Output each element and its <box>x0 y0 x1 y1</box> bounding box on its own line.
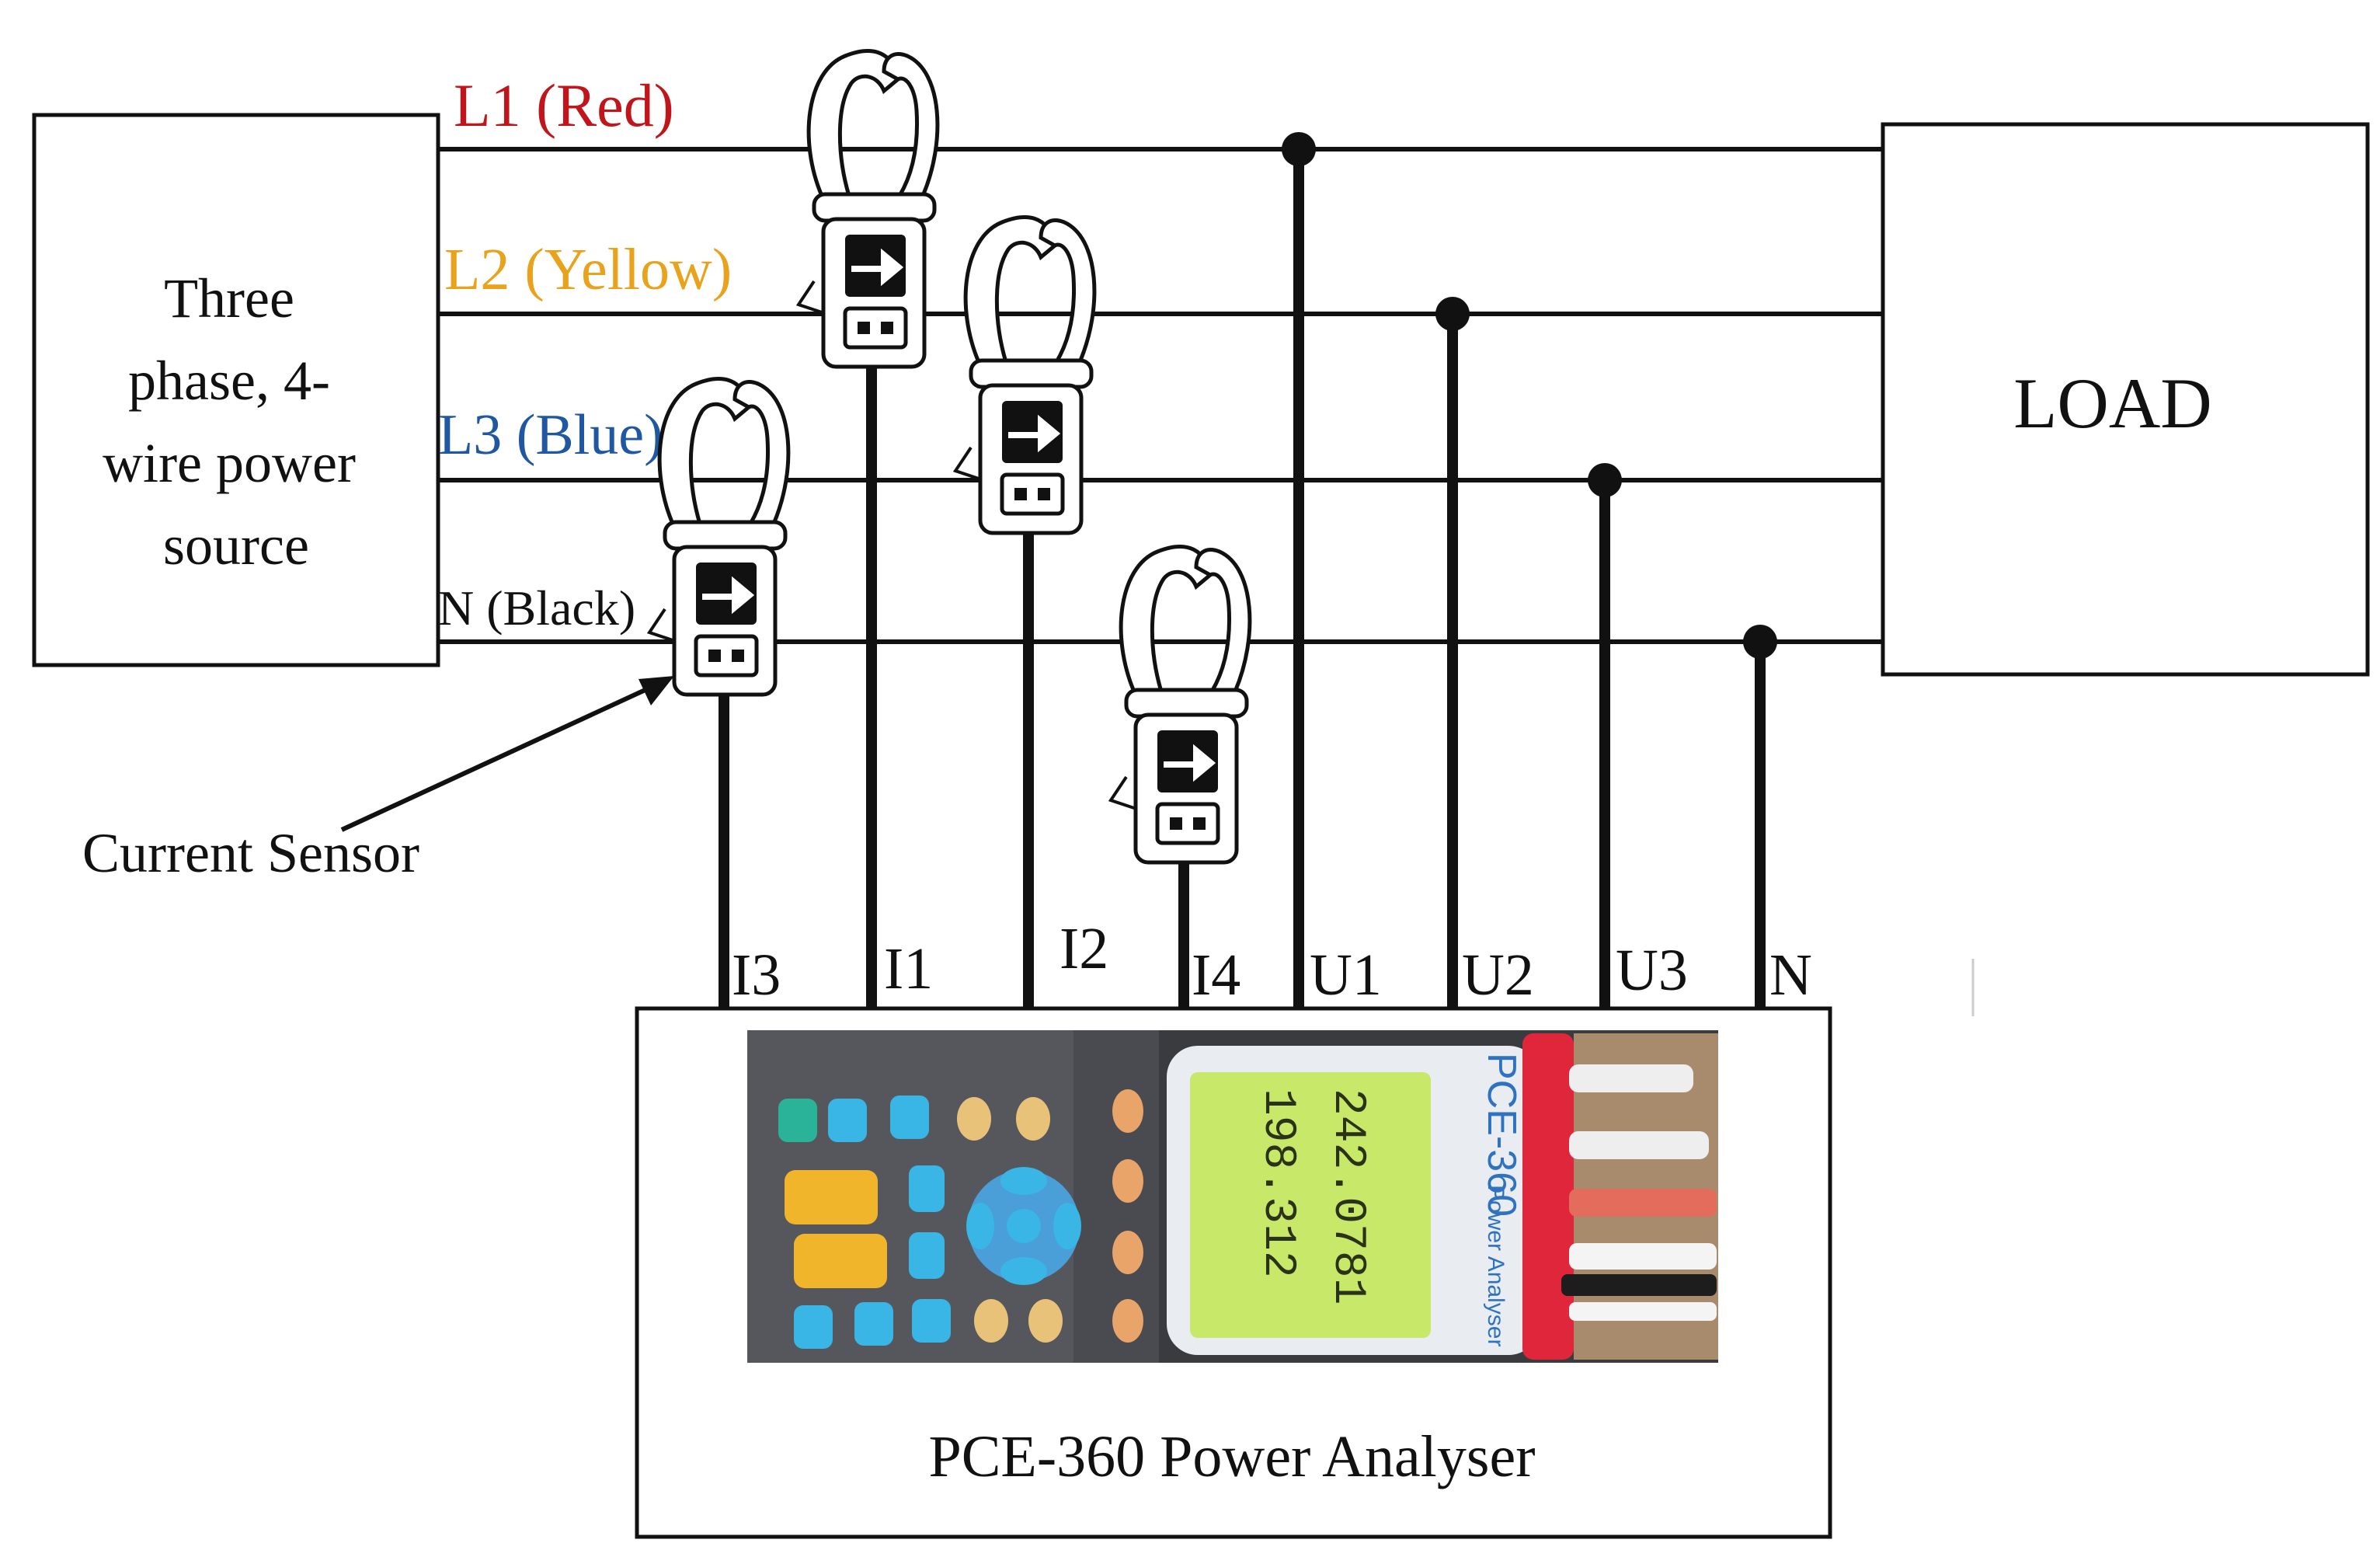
source-label-line-1: Three <box>164 267 294 329</box>
current-sensor-label: Current Sensor <box>82 822 419 884</box>
junction-dot-u2 <box>1435 297 1470 331</box>
junction-dot-u1 <box>1282 132 1316 166</box>
device-keypad <box>778 1089 1143 1349</box>
terminal-label-u3: U3 <box>1616 938 1688 1003</box>
terminal-label-i4: I4 <box>1192 942 1240 1008</box>
sensor-pointer-line <box>340 681 660 832</box>
current-clamp-i1 <box>799 51 938 367</box>
power-source-box <box>32 113 440 667</box>
wire-label-l2: L2 (Yellow) <box>444 237 732 302</box>
junction-dot-u3 <box>1588 463 1622 497</box>
device-sub-text: Power Analyser <box>1483 1185 1508 1346</box>
terminal-label-u2: U2 <box>1462 942 1534 1008</box>
terminal-label-i3: I3 <box>732 942 781 1008</box>
device-red-housing <box>1522 1033 1574 1360</box>
load-label: LOAD <box>2013 364 2212 443</box>
analyser-device-image: 242.0781 198.312 PCE-360 Power Analyser <box>747 1030 1718 1363</box>
current-clamp-i3 <box>649 379 788 695</box>
wire-label-n: N (Black) <box>438 580 635 636</box>
source-label-line-2: phase, 4- <box>128 350 330 412</box>
wire-label-l3: L3 (Blue) <box>438 403 663 467</box>
device-screen-value-2: 198.312 <box>1252 1089 1303 1278</box>
device-screen-value-1: 242.0781 <box>1322 1089 1373 1304</box>
device-lcd-screen <box>1190 1072 1431 1338</box>
device-brand-text: PCE-360 <box>1479 1053 1524 1217</box>
wire-label-l1: L1 (Red) <box>454 71 674 139</box>
source-label-line-4: source <box>163 514 309 576</box>
svg-text:Three phase, 4- wire p: Three phase, 4- wire power source <box>103 267 370 576</box>
current-clamp-i2 <box>955 218 1094 533</box>
terminal-label-n: N <box>1769 942 1812 1008</box>
load-box <box>1881 122 2370 677</box>
terminal-label-i2: I2 <box>1060 916 1108 981</box>
current-clamp-i4 <box>1111 547 1250 862</box>
sensor-pointer-arrowhead <box>638 676 674 705</box>
junction-dot-n <box>1743 625 1777 659</box>
terminal-label-u1: U1 <box>1310 942 1382 1008</box>
source-label-line-3: wire power <box>103 432 356 494</box>
terminal-label-i1: I1 <box>884 936 933 1001</box>
analyser-label: PCE-360 Power Analyser <box>928 1424 1535 1489</box>
